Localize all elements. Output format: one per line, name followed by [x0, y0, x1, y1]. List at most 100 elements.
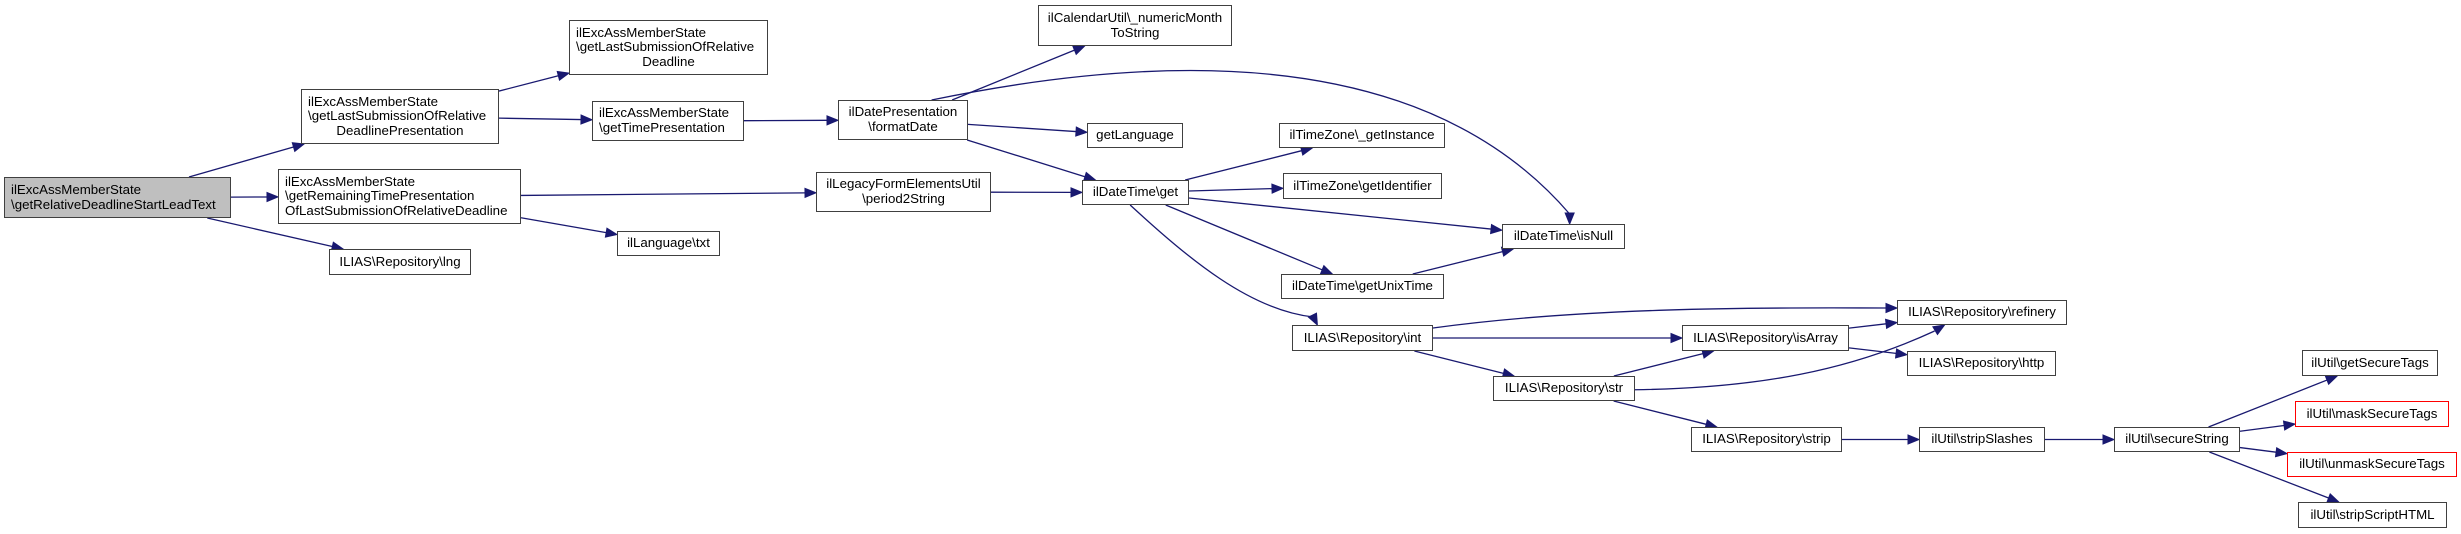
- node-label-line: ilUtil\stripSlashes: [1931, 431, 2033, 447]
- node-label-line: \period2String: [862, 191, 945, 206]
- edge-dtGet-to-tzIdentifier: [1188, 187, 1273, 192]
- edge-secureString-to-getSecureTags: [2208, 379, 2328, 428]
- edge-unixTime-to-isNull: [1412, 251, 1503, 275]
- node-datetime-get-unix-time[interactable]: ilDateTime\getUnixTime: [1281, 274, 1444, 299]
- edge-remaining-to-period2String: [520, 192, 806, 197]
- node-get-remaining-time-presentation[interactable]: ilExcAssMemberState \getRemainingTimePre…: [278, 169, 521, 224]
- arrowhead-strip-to-stripSlashes: [1907, 434, 1921, 445]
- node-label-line: ilExcAssMemberState: [11, 181, 142, 197]
- arrowhead-remaining-to-period2String: [804, 187, 818, 199]
- node-label-line: ilLegacyFormElementsUtil: [826, 176, 981, 192]
- node-label-line: ilUtil\getSecureTags: [2311, 354, 2429, 370]
- node-timezone-get-instance[interactable]: ilTimeZone\_getInstance: [1279, 123, 1445, 148]
- arrowhead-secureString-to-maskSecureTags: [2282, 420, 2297, 431]
- node-label-line: Deadline: [642, 53, 695, 69]
- node-util-secure-string[interactable]: ilUtil\secureString: [2114, 427, 2240, 452]
- node-label-line: ILIAS\Repository\int: [1303, 329, 1422, 345]
- arrowhead-timePres-to-formatDate: [826, 115, 840, 126]
- node-label-line: ilLanguage\txt: [627, 235, 710, 251]
- edge-root-to-lng: [207, 217, 333, 248]
- node-get-time-presentation[interactable]: ilExcAssMemberState \getTimePresentation: [592, 101, 744, 141]
- node-util-mask-secure-tags[interactable]: ilUtil\maskSecureTags: [2295, 401, 2449, 427]
- node-label-line: \formatDate: [868, 119, 938, 134]
- edge-isArray-to-http: [1848, 347, 1897, 355]
- node-repository-is-array[interactable]: ILIAS\Repository\isArray: [1682, 325, 1849, 351]
- arrowhead-period2String-to-dtGet: [1070, 187, 1084, 198]
- arrowhead-isArray-to-refinery: [1884, 318, 1899, 330]
- edge-repoStr-to-isArray: [1613, 353, 1704, 377]
- node-label-line: ilUtil\stripScriptHTML: [2310, 506, 2435, 522]
- node-label-line: ilExcAssMemberState: [308, 93, 439, 109]
- node-repository-http[interactable]: ILIAS\Repository\http: [1907, 351, 2056, 376]
- edge-secureString-to-stripScriptHTML: [2209, 451, 2329, 499]
- node-label-line: OfLastSubmissionOfRelativeDeadline: [285, 202, 508, 218]
- node-label-line: ILIAS\Repository\http: [1918, 355, 2045, 371]
- node-util-strip-slashes[interactable]: ilUtil\stripSlashes: [1919, 427, 2045, 452]
- node-period2string[interactable]: ilLegacyFormElementsUtil \period2String: [816, 172, 991, 212]
- node-label-line: ilExcAssMemberState: [285, 173, 416, 189]
- node-util-unmask-secure-tags[interactable]: ilUtil\unmaskSecureTags: [2287, 452, 2457, 477]
- arrowhead-dtGet-to-repoInt: [1307, 312, 1318, 327]
- arrowhead-lastSubPres-to-timePres: [580, 114, 594, 125]
- node-get-language[interactable]: getLanguage: [1087, 123, 1183, 148]
- node-label-line: ilTimeZone\getIdentifier: [1293, 177, 1432, 193]
- node-label-line: \getLastSubmissionOfRelative: [576, 39, 755, 55]
- node-datetime-get[interactable]: ilDateTime\get: [1082, 180, 1189, 205]
- node-repository-lng[interactable]: ILIAS\Repository\lng: [329, 249, 471, 275]
- edge-repoInt-to-refinery: [1432, 307, 1888, 329]
- node-label-line: ILIAS\Repository\isArray: [1693, 329, 1838, 345]
- node-label-line: ILIAS\Repository\strip: [1702, 431, 1831, 447]
- node-label-line: ilTimeZone\_getInstance: [1289, 127, 1435, 143]
- node-repository-int[interactable]: ILIAS\Repository\int: [1292, 325, 1433, 351]
- node-util-get-secure-tags[interactable]: ilUtil\getSecureTags: [2302, 350, 2438, 376]
- node-label-line: ilUtil\secureString: [2125, 431, 2229, 447]
- edge-formatDate-to-isNull: [931, 69, 1571, 215]
- node-root[interactable]: ilExcAssMemberState \getRelativeDeadline…: [4, 177, 231, 218]
- arrowhead-root-to-remaining: [266, 191, 280, 203]
- arrowhead-stripSlashes-to-secureString: [2102, 434, 2116, 445]
- node-label-line: DeadlinePresentation: [336, 122, 464, 138]
- edge-dtGet-to-unixTime: [1165, 204, 1323, 271]
- node-repository-str[interactable]: ILIAS\Repository\str: [1493, 376, 1635, 401]
- node-format-date[interactable]: ilDatePresentation \formatDate: [838, 100, 968, 140]
- arrowhead-lastSubPres-to-lastSub: [556, 70, 571, 82]
- edge-lastSubPres-to-lastSub: [498, 75, 559, 92]
- node-timezone-get-identifier[interactable]: ilTimeZone\getIdentifier: [1283, 173, 1442, 199]
- node-repository-refinery[interactable]: ILIAS\Repository\refinery: [1897, 300, 2067, 325]
- node-get-last-submission[interactable]: ilExcAssMemberState \getLastSubmissionOf…: [569, 20, 768, 75]
- edge-formatDate-to-getLanguage: [967, 123, 1077, 133]
- arrowhead-remaining-to-txt: [604, 227, 619, 238]
- node-label-line: getLanguage: [1096, 127, 1174, 143]
- node-label-line: ilUtil\unmaskSecureTags: [2299, 456, 2445, 472]
- edge-isArray-to-refinery: [1848, 323, 1887, 329]
- arrowhead-repoInt-to-refinery: [1885, 302, 1899, 314]
- node-label-line: \getTimePresentation: [599, 120, 725, 135]
- arrowhead-isArray-to-http: [1894, 348, 1909, 359]
- node-label-line: ilDateTime\get: [1092, 184, 1179, 200]
- node-label-line: ilDatePresentation: [848, 104, 958, 120]
- edge-repoStr-to-strip: [1613, 400, 1707, 425]
- node-label-line: ilCalendarUtil\_numericMonth: [1047, 9, 1223, 25]
- node-datetime-is-null[interactable]: ilDateTime\isNull: [1502, 224, 1625, 249]
- node-numeric-month-to-string[interactable]: ilCalendarUtil\_numericMonth ToString: [1038, 5, 1232, 46]
- node-util-strip-script-html[interactable]: ilUtil\stripScriptHTML: [2298, 502, 2447, 528]
- arrowhead-root-to-lastSubPres: [291, 142, 306, 153]
- node-repository-strip[interactable]: ILIAS\Repository\strip: [1691, 427, 1842, 452]
- node-label-line: ILIAS\Repository\str: [1504, 380, 1624, 396]
- edge-lastSubPres-to-timePres: [498, 117, 582, 121]
- arrowhead-formatDate-to-numMonth: [1072, 45, 1086, 56]
- edge-dtGet-to-isNull: [1188, 197, 1492, 230]
- arrowhead-dtGet-to-isNull: [1490, 223, 1504, 235]
- arrowhead-dtGet-to-tzIdentifier: [1271, 183, 1285, 194]
- arrowhead-formatDate-to-getLanguage: [1075, 126, 1089, 137]
- node-language-txt[interactable]: ilLanguage\txt: [617, 231, 720, 256]
- node-label-line: ToString: [1110, 24, 1160, 40]
- node-label-line: \getLastSubmissionOfRelative: [308, 108, 487, 124]
- node-label-line: ilDateTime\getUnixTime: [1292, 278, 1433, 294]
- node-get-last-submission-presentation[interactable]: ilExcAssMemberState \getLastSubmissionOf…: [301, 89, 499, 144]
- arrowhead-repoInt-to-isArray: [1670, 332, 1684, 344]
- node-label-line: \getRelativeDeadlineStartLeadText: [11, 196, 216, 212]
- arrowhead-secureString-to-stripScriptHTML: [2326, 492, 2341, 503]
- edge-dtGet-to-tzInstance: [1185, 150, 1302, 181]
- node-label-line: ILIAS\Repository\lng: [339, 253, 461, 269]
